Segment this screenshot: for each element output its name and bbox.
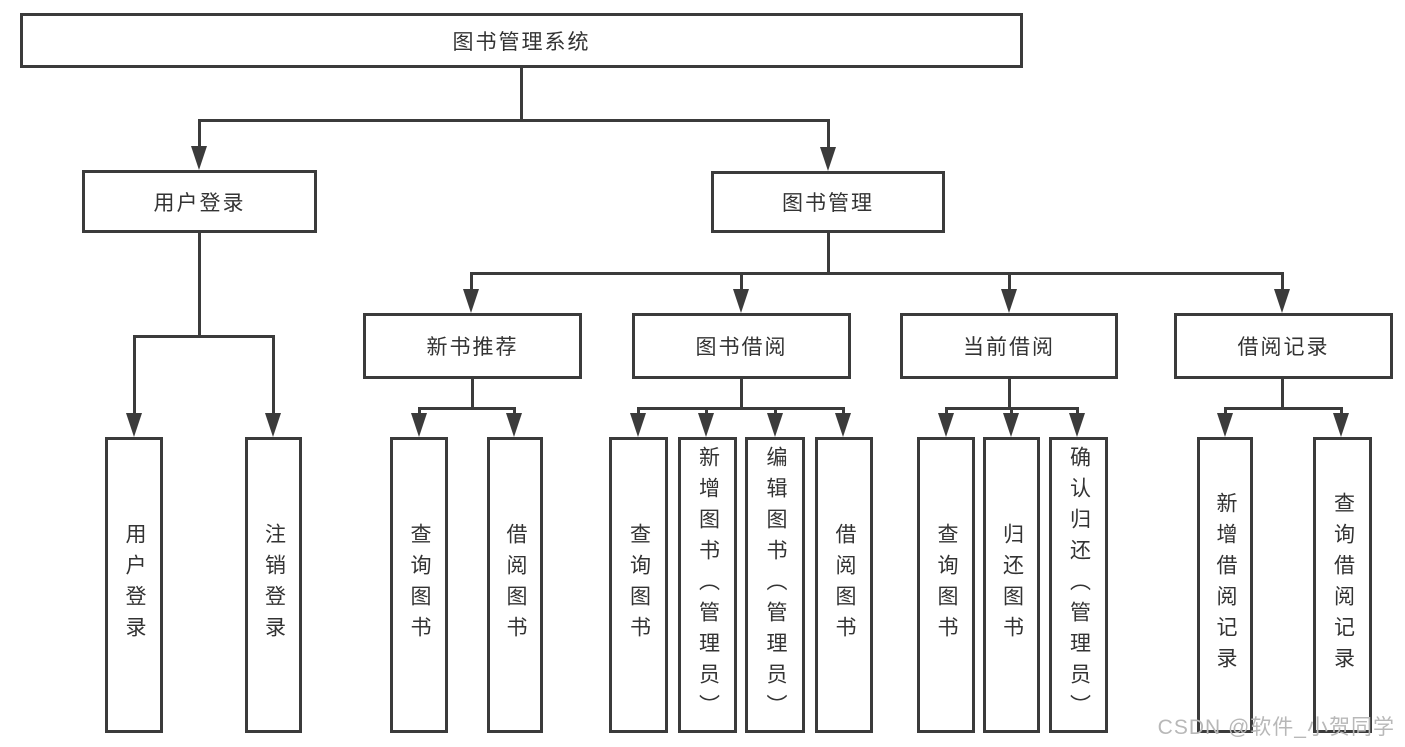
- connector-line: [1281, 379, 1284, 407]
- watermark: CSDN @软件_小贺同学: [1157, 716, 1395, 739]
- node-label: 借阅图书: [833, 523, 856, 647]
- node-user-login: 用户登录: [82, 170, 317, 233]
- connector-line: [520, 68, 523, 119]
- connector-line: [1008, 272, 1011, 292]
- leaf-query-borrow-record: 查询借阅记录: [1313, 437, 1372, 733]
- node-label: 新书推荐: [426, 336, 519, 359]
- arrowhead-icon: [820, 147, 836, 171]
- arrowhead-icon: [191, 146, 207, 170]
- connector-line: [1224, 407, 1227, 417]
- leaf-current-confirm-return-admin: 确认归还（管理员）: [1049, 437, 1108, 733]
- node-label: 图书管理: [782, 192, 874, 215]
- leaf-current-return-books: 归还图书: [983, 437, 1040, 733]
- connector-line: [1340, 407, 1343, 417]
- leaf-borrow-borrow-books: 借阅图书: [815, 437, 873, 733]
- node-book-management: 图书管理: [711, 171, 945, 233]
- leaf-add-borrow-record: 新增借阅记录: [1197, 437, 1253, 733]
- connector-line: [470, 272, 473, 292]
- node-label: 注销登录: [262, 523, 286, 647]
- connector-line: [827, 233, 830, 272]
- arrowhead-icon: [126, 413, 142, 437]
- leaf-borrow-add-books-admin: 新增图书（管理员）: [678, 437, 737, 733]
- connector-line: [945, 407, 948, 417]
- connector-line: [198, 119, 201, 149]
- connector-line: [842, 407, 845, 417]
- node-label: 查询图书: [935, 523, 958, 647]
- connector-line: [740, 272, 743, 292]
- arrowhead-icon: [630, 413, 646, 437]
- node-label: 查询图书: [627, 523, 651, 647]
- node-label: 图书借阅: [695, 336, 788, 359]
- connector-line: [637, 407, 640, 417]
- node-new-book-recommend: 新书推荐: [363, 313, 582, 379]
- arrowhead-icon: [463, 289, 479, 313]
- connector-line: [133, 335, 136, 415]
- node-label: 查询借阅记录: [1331, 492, 1355, 678]
- leaf-current-query-books: 查询图书: [917, 437, 975, 733]
- node-label: 借阅图书: [504, 523, 527, 647]
- connector-line: [705, 407, 708, 417]
- node-label: 新增借阅记录: [1214, 492, 1237, 678]
- arrowhead-icon: [1069, 413, 1085, 437]
- connector-line: [1224, 407, 1342, 410]
- arrowhead-icon: [506, 413, 522, 437]
- node-label: 查询图书: [408, 523, 431, 647]
- connector-line: [945, 407, 1078, 410]
- connector-line: [1008, 379, 1011, 407]
- connector-line: [133, 335, 274, 338]
- arrowhead-icon: [767, 413, 783, 437]
- leaf-user-login: 用户登录: [105, 437, 163, 733]
- leaf-borrow-query-books: 查询图书: [609, 437, 668, 733]
- leaf-logout: 注销登录: [245, 437, 302, 733]
- node-label: 归还图书: [1000, 523, 1024, 647]
- arrowhead-icon: [411, 413, 427, 437]
- node-label: 借阅记录: [1237, 336, 1330, 359]
- leaf-borrow-edit-books-admin: 编辑图书（管理员）: [745, 437, 805, 733]
- node-label: 编辑图书（管理员）: [764, 445, 787, 725]
- connector-line: [827, 119, 830, 149]
- node-label: 图书管理系统: [452, 30, 591, 54]
- arrowhead-icon: [835, 413, 851, 437]
- connector-line: [513, 407, 516, 417]
- connector-line: [774, 407, 777, 417]
- connector-line: [1010, 407, 1013, 417]
- arrowhead-icon: [1274, 289, 1290, 313]
- arrowhead-icon: [1001, 289, 1017, 313]
- connector-line: [740, 379, 743, 407]
- node-label: 用户登录: [123, 523, 146, 647]
- arrowhead-icon: [1003, 413, 1019, 437]
- connector-line: [637, 407, 844, 410]
- connector-line: [471, 272, 1283, 275]
- connector-line: [198, 119, 830, 122]
- leaf-recommend-query-books: 查询图书: [390, 437, 448, 733]
- node-borrowing-records: 借阅记录: [1174, 313, 1393, 379]
- node-label: 确认归还（管理员）: [1067, 445, 1091, 725]
- node-library-management-system: 图书管理系统: [20, 13, 1023, 68]
- connector-line: [198, 233, 201, 335]
- connector-line: [418, 407, 516, 410]
- connector-line: [471, 379, 474, 407]
- node-label: 用户登录: [153, 191, 246, 215]
- arrowhead-icon: [1217, 413, 1233, 437]
- connector-line: [1281, 272, 1284, 292]
- node-label: 当前借阅: [963, 336, 1055, 359]
- arrowhead-icon: [265, 413, 281, 437]
- arrowhead-icon: [698, 413, 714, 437]
- arrowhead-icon: [733, 289, 749, 313]
- connector-line: [272, 335, 275, 415]
- arrowhead-icon: [938, 413, 954, 437]
- connector-line: [418, 407, 421, 417]
- node-label: 新增图书（管理员）: [696, 445, 720, 725]
- node-current-borrowing: 当前借阅: [900, 313, 1118, 379]
- node-book-borrowing: 图书借阅: [632, 313, 851, 379]
- connector-line: [1076, 407, 1079, 417]
- leaf-recommend-borrow-books: 借阅图书: [487, 437, 543, 733]
- arrowhead-icon: [1333, 413, 1349, 437]
